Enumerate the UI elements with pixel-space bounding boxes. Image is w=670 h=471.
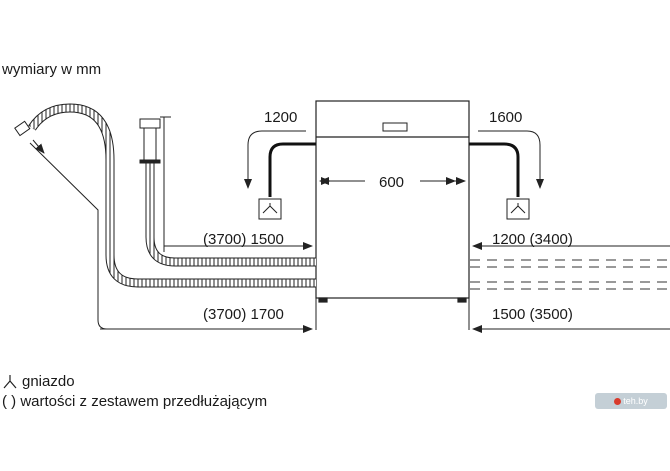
left-upper-hose-label: (3700) 1500 <box>203 231 284 248</box>
watermark: teh.by <box>595 393 667 409</box>
extension-lines <box>315 101 470 330</box>
units-note: wymiary w mm <box>2 61 102 78</box>
hose-tap-icon <box>139 116 171 164</box>
watermark-logo-icon <box>614 398 622 406</box>
right-upper-hose-label: 1200 (3400) <box>492 231 573 248</box>
socket-icon <box>3 375 17 389</box>
legend-socket-text: gniazdo <box>22 373 75 390</box>
right-dashed-hoses <box>470 259 670 290</box>
drain-height-arrows <box>244 130 544 189</box>
drain-siphon-icon-right <box>506 198 530 220</box>
drain-hoses <box>268 142 520 197</box>
legend-bracket-row: ( ) wartości z zestawem przedłużającym <box>2 392 267 412</box>
ribbed-hoses <box>28 103 316 288</box>
right-drain-height-label: 1600 <box>489 109 523 126</box>
right-lower-hose-label: 1500 (3500) <box>492 306 573 323</box>
legend-bracket-text: wartości z zestawem przedłużającym <box>20 393 268 410</box>
left-hose-dimensions <box>29 117 313 333</box>
legend-bracket-symbol: ( ) <box>2 393 17 410</box>
right-hose-dimensions <box>472 242 670 333</box>
width-label: 600 <box>379 174 405 191</box>
dishwasher-outline <box>315 100 470 303</box>
left-drain-height-label: 1200 <box>264 109 298 126</box>
hose-end-arrow <box>14 120 45 154</box>
watermark-text: teh.by <box>623 396 648 406</box>
left-lower-hose-label: (3700) 1700 <box>203 306 284 323</box>
drain-siphon-icon <box>258 198 282 220</box>
